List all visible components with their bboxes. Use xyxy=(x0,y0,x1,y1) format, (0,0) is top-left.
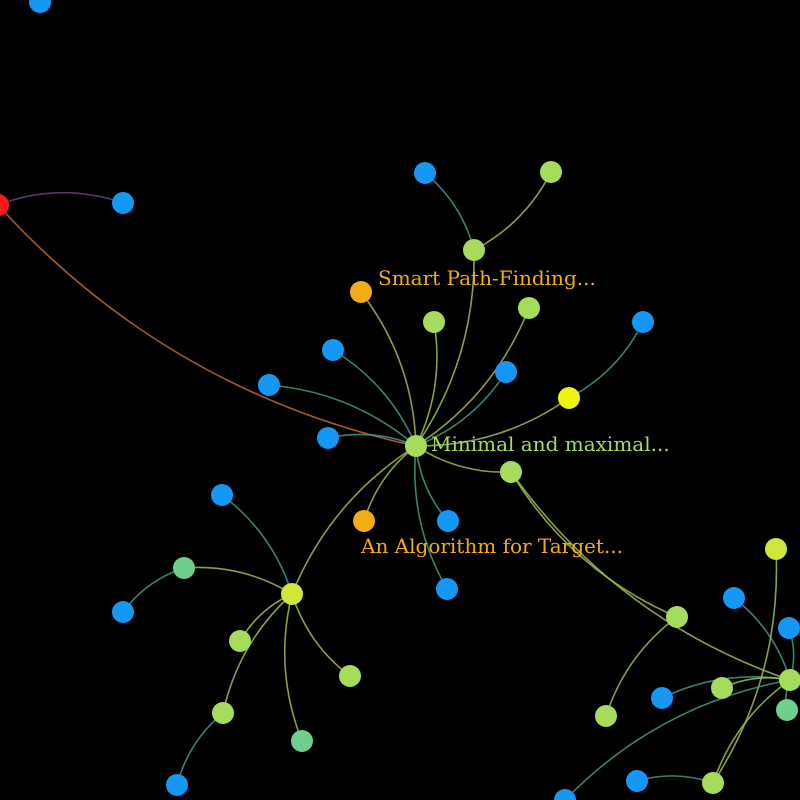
edge-lime_n-blue_q xyxy=(564,679,791,800)
node-lime-b[interactable] xyxy=(540,161,562,183)
edge-hub-lime_d xyxy=(415,307,530,447)
label-minimal-and-maximal[interactable]: Minimal and maximal... xyxy=(431,432,670,456)
node-lime-l[interactable] xyxy=(702,772,724,794)
edge-lime_l-lime_m xyxy=(712,548,778,784)
edge-hub2-blue_j xyxy=(221,494,293,595)
edge-upper_hub-lime_b xyxy=(473,171,552,251)
edge-hub2-teal_a xyxy=(183,566,293,595)
node-upper-hub[interactable] xyxy=(463,239,485,261)
node-blue-m[interactable] xyxy=(723,587,745,609)
edge-lime_e-lime_n xyxy=(510,471,791,681)
node-teal-a[interactable] xyxy=(173,557,195,579)
node-blue-i[interactable] xyxy=(436,578,458,600)
node-lime-n[interactable] xyxy=(779,669,800,691)
edge-yellow_a-blue_g xyxy=(568,321,644,399)
node-blue-k[interactable] xyxy=(112,601,134,623)
node-lime-d[interactable] xyxy=(518,297,540,319)
node-blue-e[interactable] xyxy=(317,427,339,449)
edge-hub-blue_c xyxy=(332,349,417,447)
node-red-left[interactable] xyxy=(0,194,9,216)
edge-red_left-hub xyxy=(0,205,417,447)
node-blue-f[interactable] xyxy=(495,361,517,383)
node-blue-p[interactable] xyxy=(626,770,648,792)
node-lime-m[interactable] xyxy=(765,538,787,560)
edge-hub-blue_i xyxy=(414,445,448,590)
edge-hub2-lime_g xyxy=(291,593,351,677)
node-lime-h[interactable] xyxy=(212,702,234,724)
node-teal-b[interactable] xyxy=(291,730,313,752)
node-blue-o[interactable] xyxy=(778,617,800,639)
node-blue-c[interactable] xyxy=(322,339,344,361)
node-hub2[interactable] xyxy=(281,583,303,605)
node-blue-j[interactable] xyxy=(211,484,233,506)
edge-hub-lime_c xyxy=(415,321,438,447)
edge-hub-upper_hub xyxy=(415,249,475,447)
edge-lime_i-lime_j xyxy=(605,616,678,717)
node-blue-b[interactable] xyxy=(414,162,436,184)
node-blue-q[interactable] xyxy=(554,789,576,800)
node-blue-l[interactable] xyxy=(166,774,188,796)
node-blue-h[interactable] xyxy=(437,510,459,532)
node-lime-c[interactable] xyxy=(423,311,445,333)
node-lime-e[interactable] xyxy=(500,461,522,483)
edge-hub-blue_f xyxy=(415,371,507,447)
node-lime-i[interactable] xyxy=(666,606,688,628)
edge-lime_e-lime_i xyxy=(510,471,678,618)
edge-hub-blue_d xyxy=(268,384,417,447)
label-smart-path-finding[interactable]: Smart Path-Finding... xyxy=(378,266,596,290)
node-hub[interactable] xyxy=(405,435,427,457)
node-lime-j[interactable] xyxy=(595,705,617,727)
node-blue-g[interactable] xyxy=(632,311,654,333)
node-lime-k[interactable] xyxy=(711,677,733,699)
edge-hub2-teal_b xyxy=(283,593,303,742)
node-lime-f[interactable] xyxy=(229,630,251,652)
node-yellow-a[interactable] xyxy=(558,387,580,409)
node-algorithm[interactable] xyxy=(353,510,375,532)
node-blue-n[interactable] xyxy=(651,687,673,709)
graph-labels: Smart Path-Finding... Minimal and maxima… xyxy=(360,266,670,558)
edge-hub-smart xyxy=(360,291,417,447)
edge-hub-hub2 xyxy=(291,445,417,595)
edge-red_left-blue_a xyxy=(0,191,124,206)
label-algorithm-for-target[interactable]: An Algorithm for Target... xyxy=(360,534,623,558)
node-teal-c[interactable] xyxy=(776,699,798,721)
node-blue-d[interactable] xyxy=(258,374,280,396)
node-lime-g[interactable] xyxy=(339,665,361,687)
edge-hub-yellow_a xyxy=(415,397,570,447)
node-blue-a[interactable] xyxy=(112,192,134,214)
node-smart[interactable] xyxy=(350,281,372,303)
node-n-top[interactable] xyxy=(29,0,51,13)
